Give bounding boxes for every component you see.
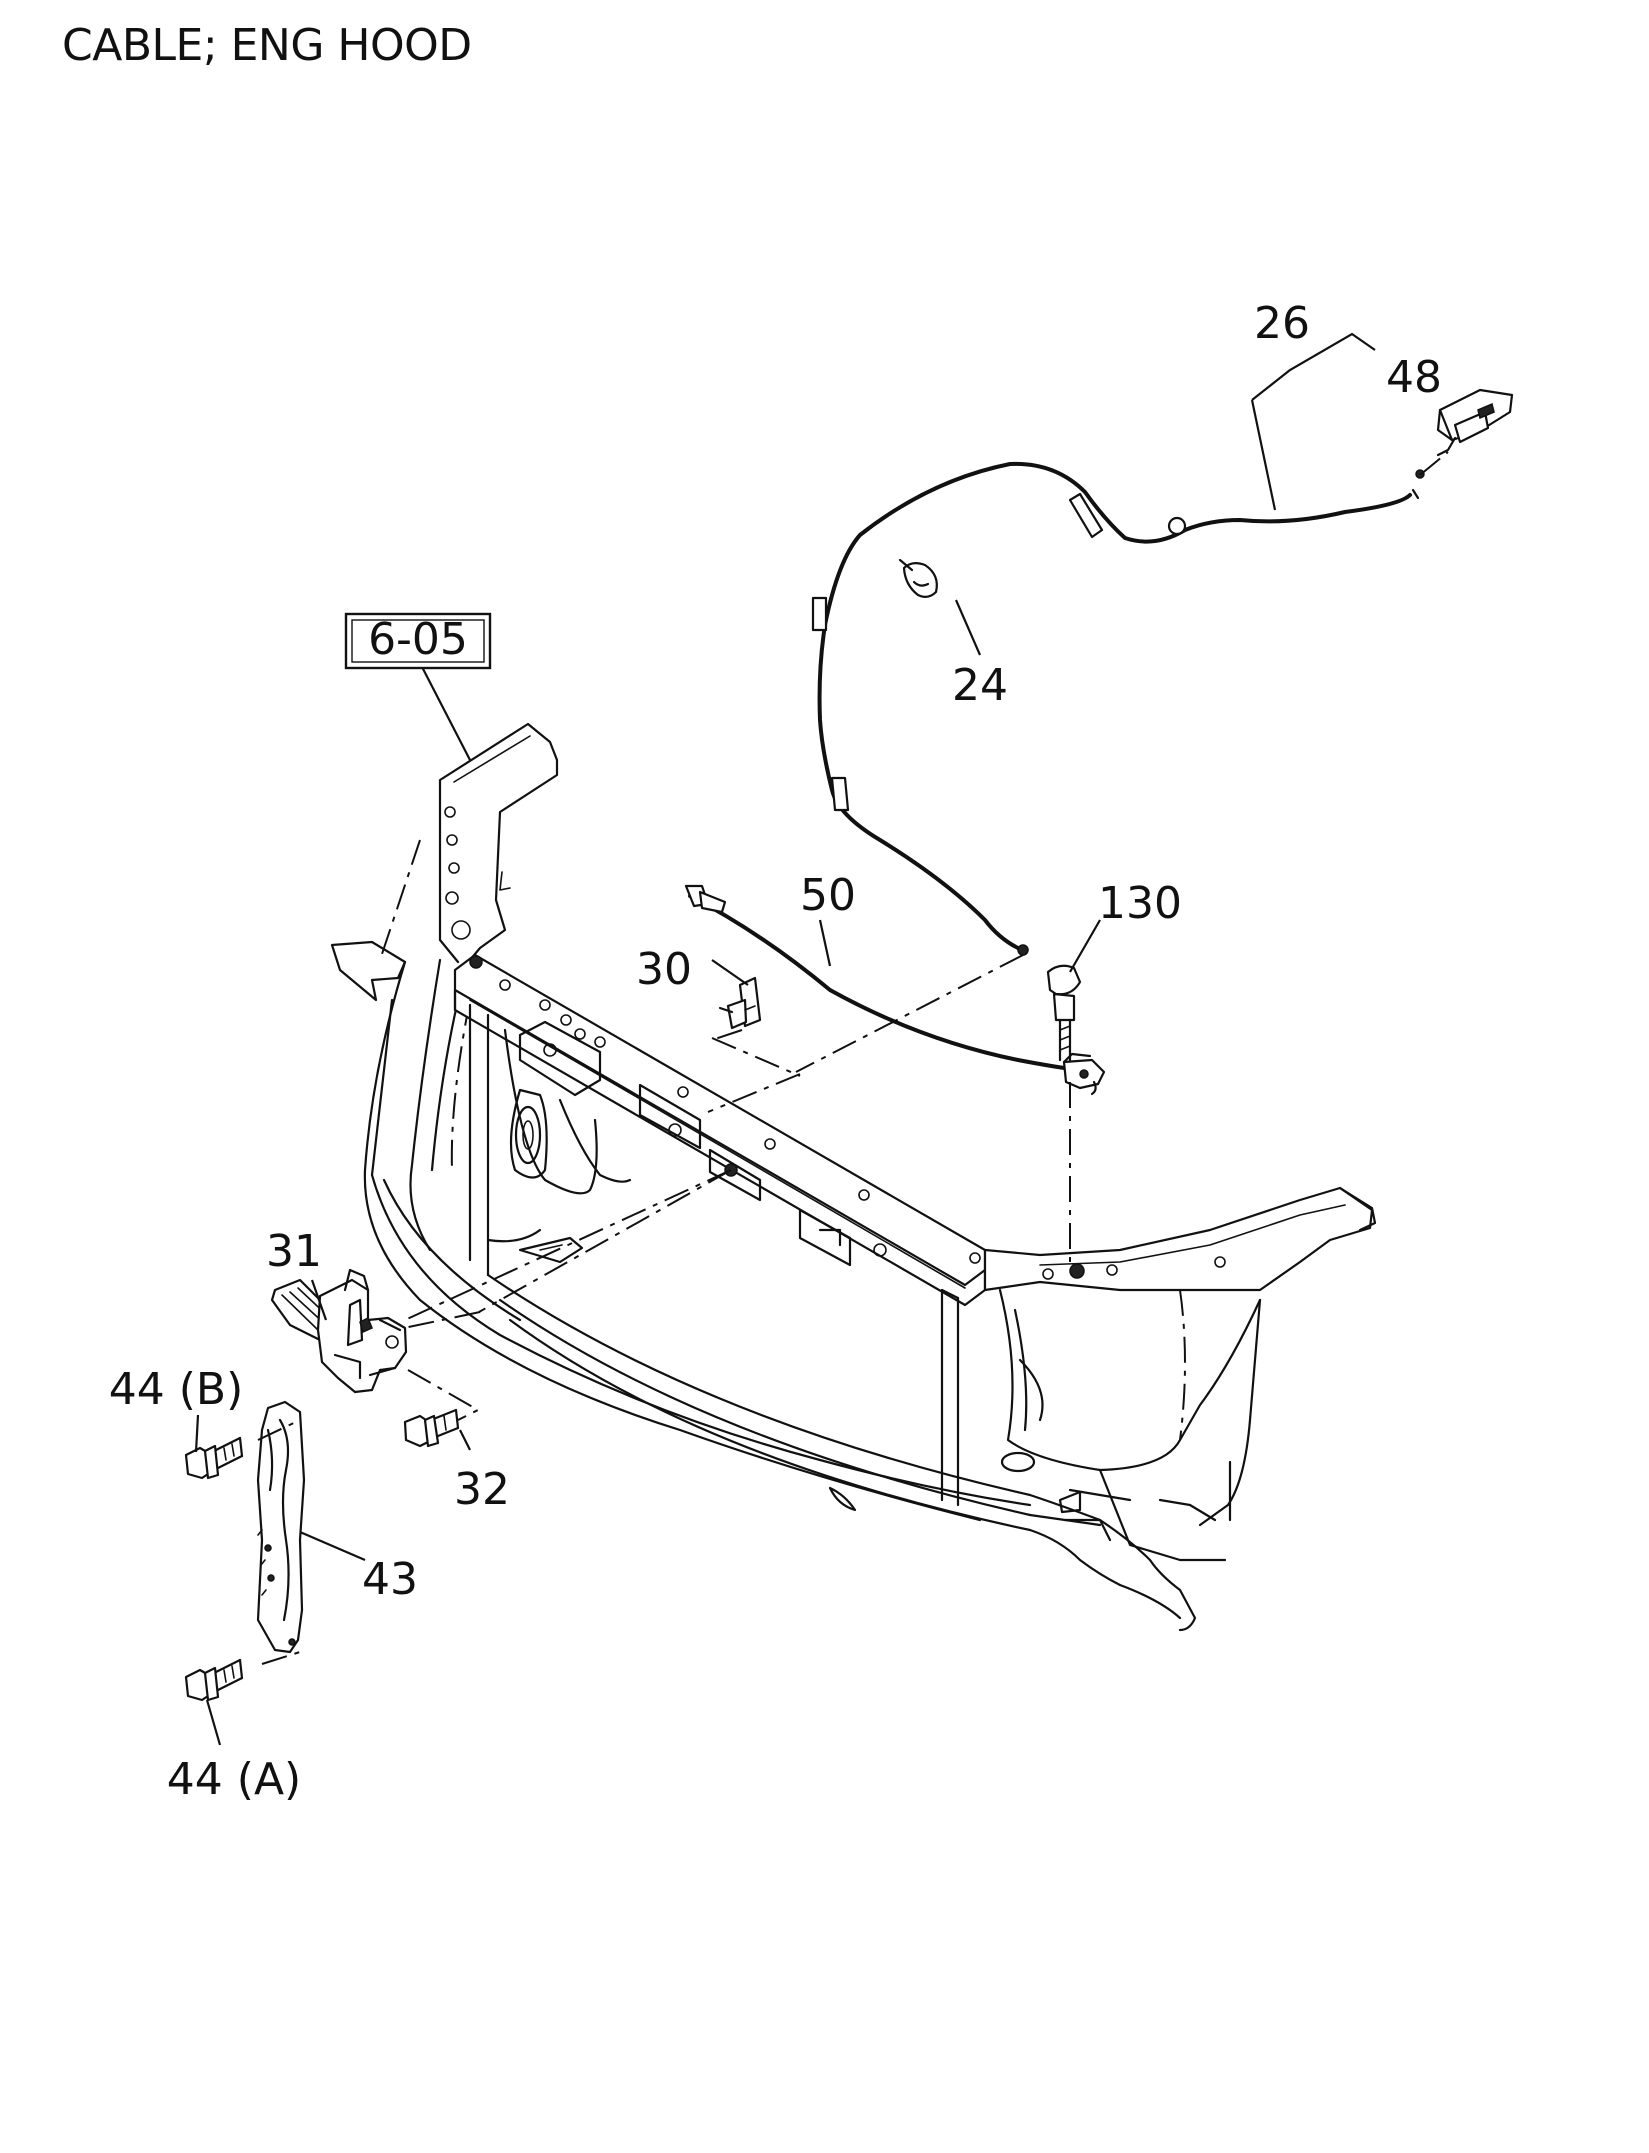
callout-32: 32 (454, 1464, 510, 1515)
reference-box-6-05: 6-05 (344, 612, 492, 670)
bolt-44b (184, 1436, 244, 1480)
diagram-title: CABLE; ENG HOOD (62, 20, 472, 71)
assembly-centerlines (257, 451, 1449, 1665)
hood-latch (270, 1268, 408, 1394)
bolt-32 (403, 1408, 460, 1448)
callout-24: 24 (952, 660, 1008, 711)
reference-box-label: 6-05 (368, 614, 468, 665)
bolt-130 (1046, 964, 1082, 1062)
latch-cable (684, 884, 1106, 1096)
hood-release-handle (1436, 388, 1514, 457)
callout-44a: 44 (A) (167, 1754, 301, 1805)
callout-labels: 26 48 24 50 130 30 31 44 (B) 32 43 44 (A… (109, 298, 1442, 1805)
bolt-44a (184, 1658, 244, 1702)
callout-50: 50 (800, 870, 856, 921)
leader-lines (194, 332, 1376, 1746)
callout-26: 26 (1254, 298, 1310, 349)
latch-support-stay (256, 1400, 306, 1654)
callout-48: 48 (1386, 352, 1442, 403)
radiator-support-frame (330, 722, 1377, 1632)
callout-44b: 44 (B) (109, 1364, 244, 1415)
callout-30: 30 (636, 944, 692, 995)
cable-clip (898, 558, 938, 599)
callout-130: 130 (1098, 878, 1182, 929)
cable-clip-30 (718, 976, 762, 1030)
hood-release-cable (811, 461, 1425, 956)
callout-43: 43 (362, 1554, 418, 1605)
callout-31: 31 (266, 1226, 322, 1277)
